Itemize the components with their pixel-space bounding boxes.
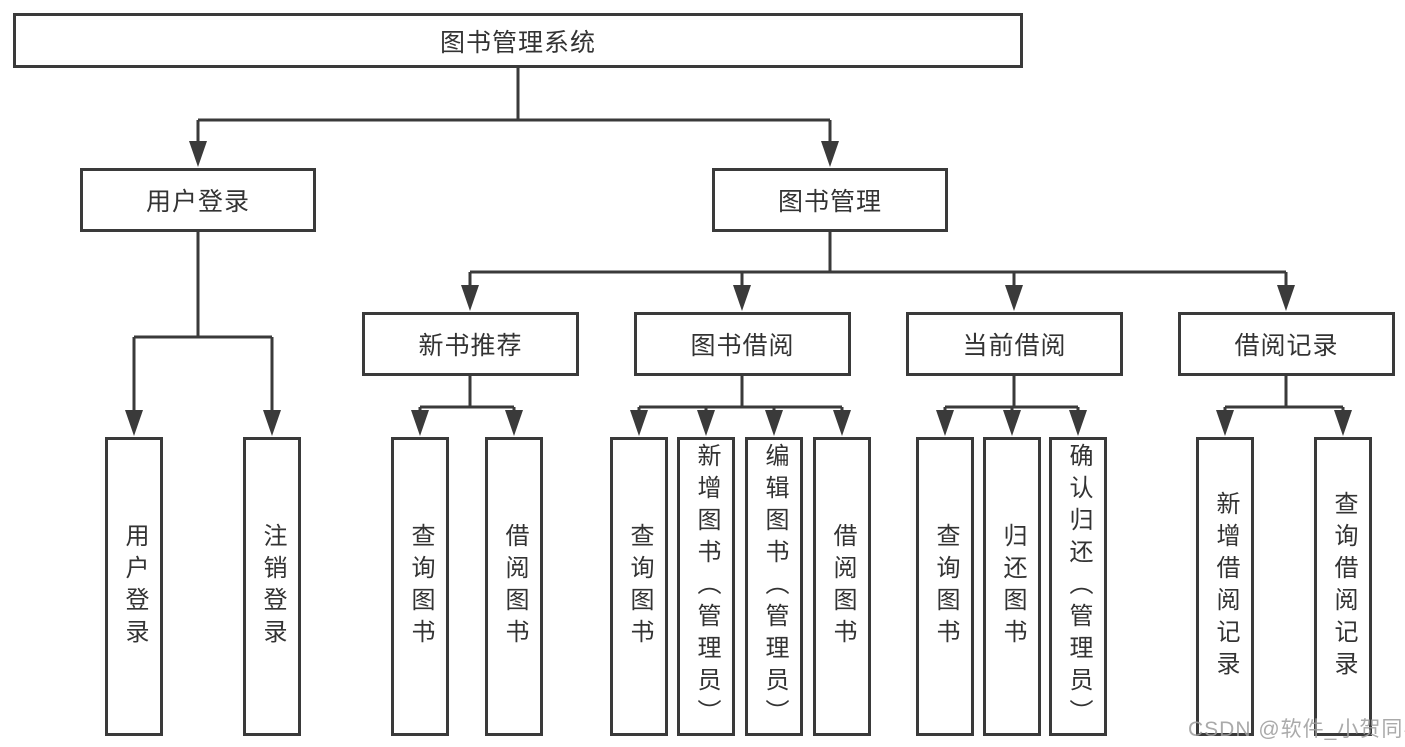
arrowhead-icon [833,410,851,436]
leaf-newbook-borrow: 借阅图书 [485,437,543,736]
watermark: CSDN @软件_小贺同学 [1188,718,1405,741]
arrowhead-icon [1334,410,1352,436]
arrowhead-icon [461,285,479,311]
leaf-borrow-edit-admin: 编辑图书（管理员） [745,437,803,736]
leaf-borrow-add-admin-label: 新增图书（管理员） [693,442,720,731]
leaf-borrow-add-admin: 新增图书（管理员） [677,437,735,736]
arrowhead-icon [411,410,429,436]
leaf-logout: 注销登录 [243,437,301,736]
arrowhead-icon [505,410,523,436]
arrowhead-icon [263,410,281,436]
edge-book-borrow-to-leaves [637,376,844,416]
edge-book-mgmt-to-level2 [468,232,1288,291]
leaf-current-query-label: 查询图书 [932,522,959,651]
arrowhead-icon [733,285,751,311]
leaf-logout-label: 注销登录 [259,522,286,651]
node-book-management: 图书管理 [712,168,948,232]
leaf-user-login: 用户登录 [105,437,163,736]
edge-borrow-record-to-leaves [1223,376,1345,416]
arrowhead-icon [630,410,648,436]
node-user-login: 用户登录 [80,168,316,232]
arrowhead-icon [697,410,715,436]
node-book-borrow: 图书借阅 [634,312,851,376]
arrowhead-icon [1277,285,1295,311]
edge-new-book-to-leaves [418,376,516,416]
leaf-record-query: 查询借阅记录 [1314,437,1372,736]
arrowhead-icon [821,141,839,167]
arrowhead-icon [1003,410,1021,436]
node-new-book-recommend: 新书推荐 [362,312,579,376]
node-user-login-label: 用户登录 [145,188,250,216]
node-new-book-recommend-label: 新书推荐 [418,332,523,360]
node-borrow-record-label: 借阅记录 [1234,332,1339,360]
leaf-current-query: 查询图书 [916,437,974,736]
node-current-borrow-label: 当前借阅 [962,332,1067,360]
leaf-borrow-query: 查询图书 [610,437,668,736]
arrowhead-icon [1216,410,1234,436]
leaf-current-confirm-admin: 确认归还（管理员） [1049,437,1107,736]
leaf-newbook-query: 查询图书 [391,437,449,736]
arrowhead-icon [125,410,143,436]
leaf-borrow-query-label: 查询图书 [626,522,653,651]
node-book-management-label: 图书管理 [777,188,882,216]
leaf-borrow-edit-admin-label: 编辑图书（管理员） [761,442,788,731]
leaf-current-return-label: 归还图书 [999,522,1026,651]
leaf-borrow-book: 借阅图书 [813,437,871,736]
leaf-newbook-query-label: 查询图书 [407,522,434,651]
arrowhead-icon [936,410,954,436]
leaf-record-add-label: 新增借阅记录 [1212,490,1239,683]
leaf-borrow-book-label: 借阅图书 [829,522,856,651]
leaf-user-login-label: 用户登录 [121,522,148,651]
arrowhead-icon [1069,410,1087,436]
node-borrow-record: 借阅记录 [1178,312,1395,376]
node-book-borrow-label: 图书借阅 [690,332,795,360]
node-current-borrow: 当前借阅 [906,312,1123,376]
edge-root-to-level1 [196,68,832,147]
node-root: 图书管理系统 [13,13,1023,68]
arrowhead-icon [189,141,207,167]
leaf-newbook-borrow-label: 借阅图书 [501,522,528,651]
arrowhead-icon [765,410,783,436]
node-root-label: 图书管理系统 [439,28,596,57]
leaf-record-query-label: 查询借阅记录 [1330,490,1357,683]
arrowhead-icon [1005,285,1023,311]
leaf-record-add: 新增借阅记录 [1196,437,1254,736]
leaf-current-confirm-admin-label: 确认归还（管理员） [1065,442,1092,731]
edge-user-login-to-leaves [132,232,274,416]
leaf-current-return: 归还图书 [983,437,1041,736]
